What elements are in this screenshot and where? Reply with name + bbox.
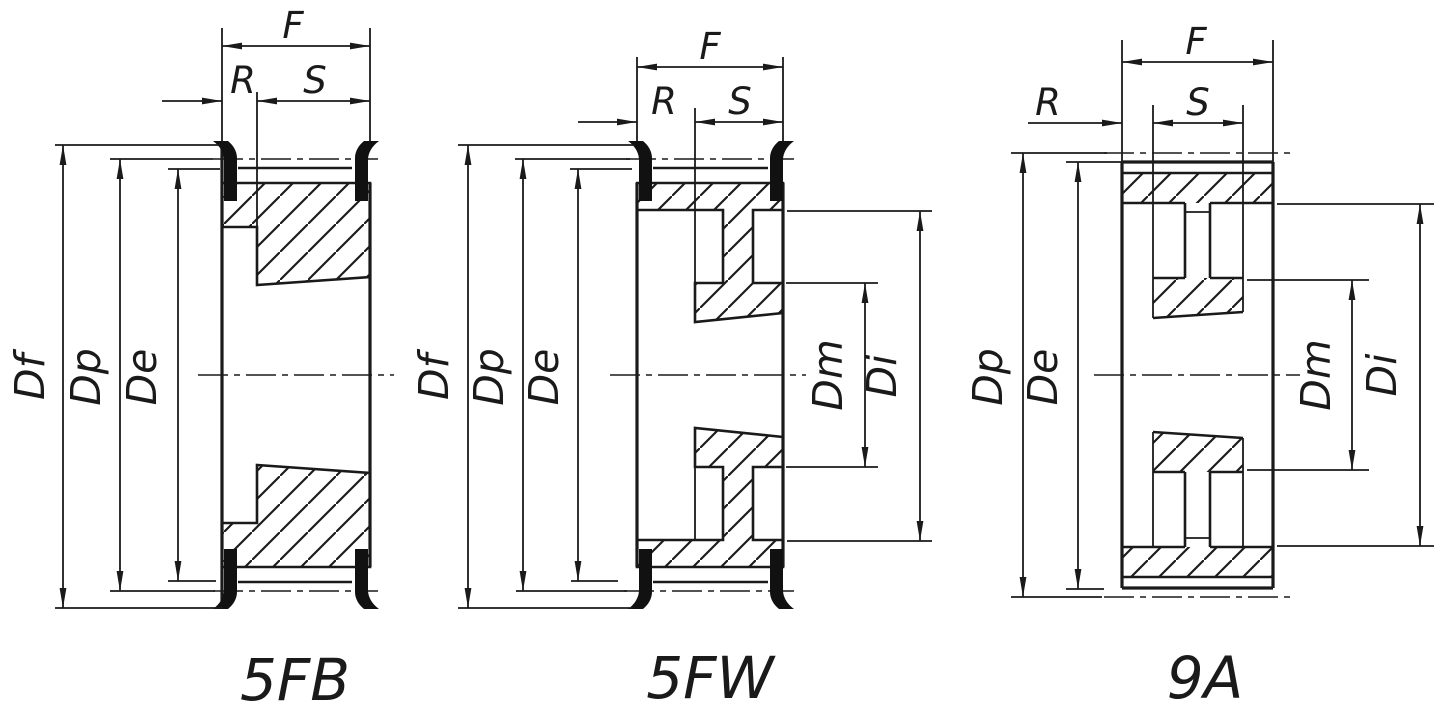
flange	[628, 549, 652, 609]
dim-label-Dm: Dm	[1292, 339, 1340, 411]
dim-label-De: De	[520, 349, 568, 406]
dim-label-F: F	[699, 25, 721, 68]
dim-label-Di: Di	[858, 354, 906, 398]
rim-section-lower	[1122, 547, 1273, 577]
flange	[355, 141, 379, 201]
taper-bore-line	[1152, 310, 1244, 320]
dim-label-S: S	[1186, 81, 1210, 124]
flange	[770, 141, 794, 201]
flange	[213, 141, 237, 201]
taper-bore-line	[1152, 430, 1244, 440]
figure-caption: 9A	[1167, 644, 1244, 712]
dim-label-Df: Df	[6, 348, 54, 400]
pulley-section-lower	[220, 463, 372, 569]
flange	[213, 549, 237, 609]
dim-label-Dp: Dp	[465, 348, 513, 406]
dim-label-S: S	[303, 59, 327, 102]
flange	[355, 549, 379, 609]
dim-label-R: R	[1035, 81, 1061, 124]
dim-label-R: R	[230, 59, 256, 102]
pulley-section-upper	[635, 181, 785, 324]
dim-label-S: S	[728, 80, 752, 123]
dim-label-Df: Df	[410, 348, 458, 400]
figure-5fw: F R S Df Dp De Dm Di 5FW	[410, 25, 932, 712]
dimensions-9a	[1011, 58, 1434, 598]
dim-label-F: F	[282, 4, 304, 47]
dimensions-5fb	[55, 42, 370, 609]
pulley-section-lower	[635, 426, 785, 569]
dim-label-De: De	[1019, 349, 1067, 406]
dim-label-De: De	[118, 349, 166, 406]
figure-caption: 5FB	[240, 646, 350, 714]
dim-label-R: R	[651, 80, 677, 123]
pulley-section-upper	[220, 181, 372, 287]
dim-label-F: F	[1185, 20, 1207, 63]
flange	[770, 549, 794, 609]
hub-section-upper	[1153, 278, 1243, 318]
figure-5fb: F R S Df Dp De 5FB	[6, 4, 394, 714]
dim-label-Di: Di	[1358, 353, 1406, 397]
dim-label-Dp: Dp	[62, 348, 110, 406]
figure-9a: F R S Dp De Dm Di 9A	[964, 20, 1434, 712]
hub-section-lower	[1153, 432, 1243, 472]
figure-caption: 5FW	[646, 644, 776, 712]
dim-label-Dm: Dm	[804, 339, 852, 411]
flange	[628, 141, 652, 201]
dim-label-Dp: Dp	[964, 348, 1012, 406]
rim-section-upper	[1122, 173, 1273, 203]
dimensions-5fw	[458, 63, 932, 609]
